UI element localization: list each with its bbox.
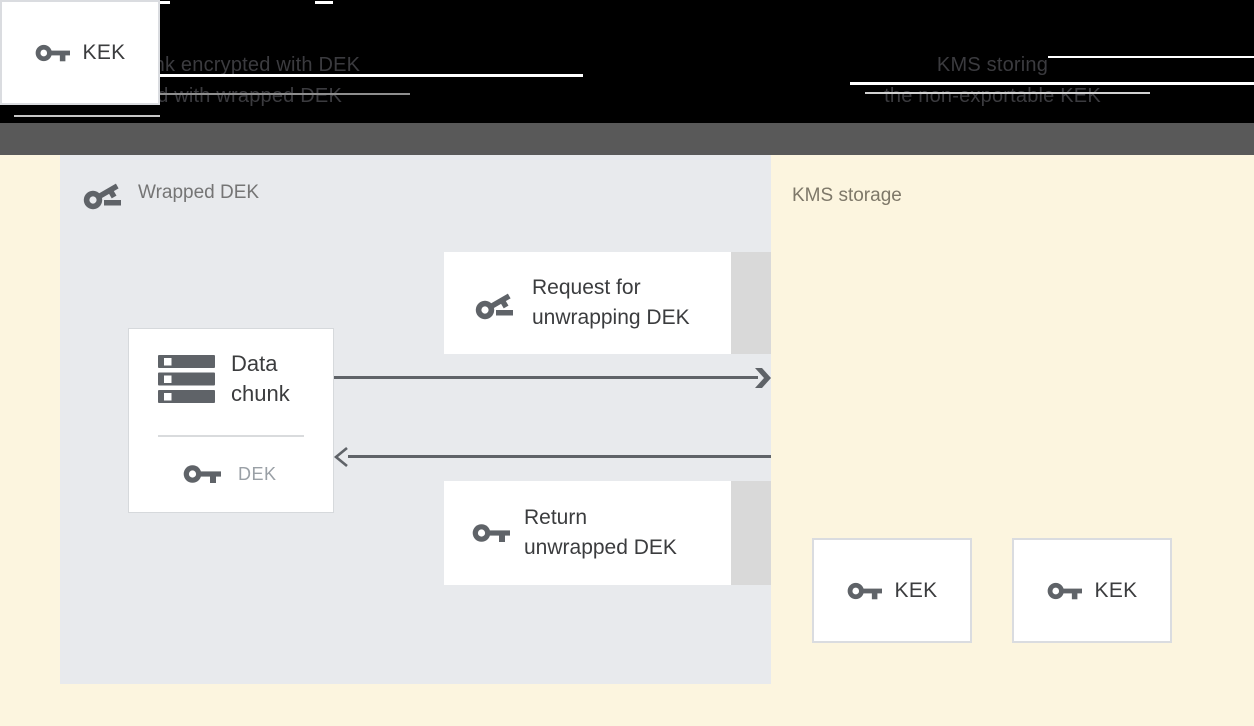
- key-icon: [183, 461, 221, 487]
- data-chunk-card: Data chunk DEK: [128, 328, 334, 513]
- kek-card: KEK: [0, 0, 160, 105]
- caption-line: the non-exportable KEK: [884, 85, 1101, 107]
- glitch-line: [865, 92, 1150, 94]
- kek-label: KEK: [82, 40, 126, 64]
- sub-header-band: [0, 123, 1254, 155]
- kek-label: KEK: [894, 578, 938, 602]
- key-icon: [472, 520, 510, 546]
- glitch-line: [0, 93, 410, 95]
- glitch-line: [315, 1, 333, 4]
- header-band: Data chunk encrypted with DEK and stored…: [0, 0, 1254, 123]
- caption-kms: KMS storing the non-exportable KEK: [860, 50, 1125, 112]
- caption-line: KMS storing: [936, 54, 1049, 76]
- wrapped-dek-title-row: Wrapped DEK: [80, 173, 259, 213]
- kek-card: KEK: [812, 538, 972, 643]
- request-label: Request for unwrapping DEK: [532, 276, 690, 329]
- wrapped-key-icon: [80, 173, 126, 213]
- return-label: Return unwrapped DEK: [524, 506, 677, 559]
- divider: [158, 435, 304, 437]
- key-icon: [1047, 579, 1082, 603]
- storage-icon: [158, 355, 215, 403]
- glitch-line: [14, 115, 160, 117]
- kek-card: KEK: [1012, 538, 1172, 643]
- dek-row: DEK: [183, 461, 277, 487]
- return-card-shadow: [731, 481, 771, 585]
- data-chunk-label: Data chunk: [231, 351, 290, 406]
- glitch-line: [850, 82, 1254, 85]
- request-card-shadow: [731, 252, 771, 354]
- wrapped-dek-panel: Wrapped DEK Data chunk: [60, 155, 771, 684]
- wrapped-dek-title: Wrapped DEK: [138, 182, 260, 203]
- arrow-right-icon: [755, 368, 771, 388]
- glitch-line: [1048, 56, 1254, 58]
- request-card: Request for unwrapping DEK: [444, 252, 731, 354]
- kms-storage-title: KMS storage: [792, 185, 902, 206]
- request-arrow-line: [334, 376, 758, 379]
- key-icon: [35, 41, 70, 65]
- key-icon: [847, 579, 882, 603]
- kek-label: KEK: [1094, 578, 1138, 602]
- wrapped-key-icon: [472, 283, 518, 323]
- return-arrow-line: [348, 455, 771, 458]
- return-card: Return unwrapped DEK: [444, 481, 731, 585]
- arrow-left-icon: [332, 446, 350, 468]
- dek-label: DEK: [238, 463, 277, 484]
- glitch-line: [0, 74, 583, 77]
